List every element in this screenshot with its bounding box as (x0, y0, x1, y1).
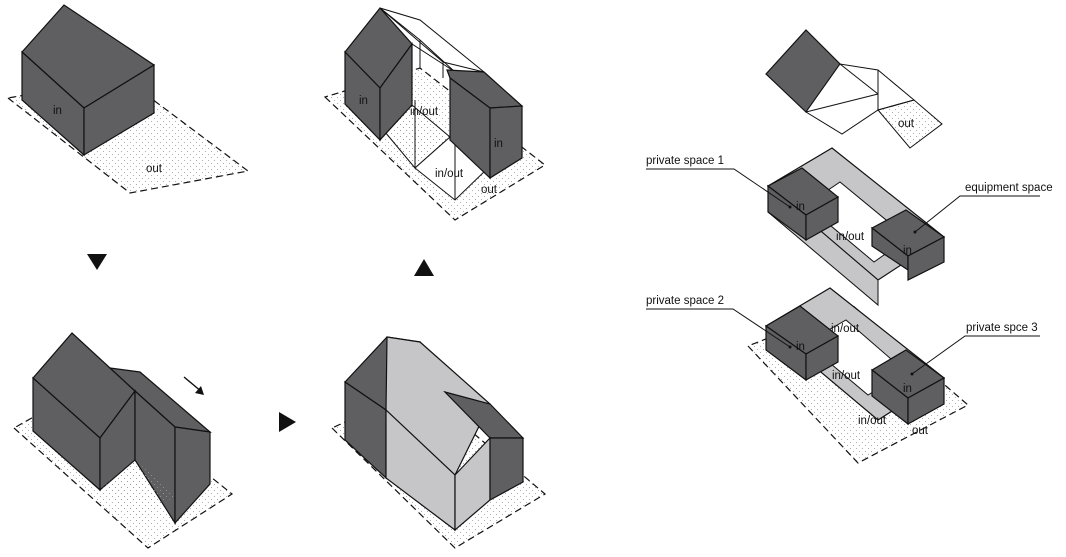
label-inout-f2-bottom: in/out (858, 415, 887, 427)
arrow-up-icon (414, 259, 434, 276)
label-inout-bottom: in/out (435, 168, 464, 180)
label-inout-f1: in/out (836, 231, 865, 243)
house-inout: in in/out in in/out out (323, 7, 547, 221)
label-in: in (53, 105, 62, 117)
box-left-side (805, 334, 839, 382)
label-inout-f2-top: in/out (831, 323, 860, 335)
label-inout-top: in/out (410, 106, 439, 118)
label-in-f1-right: in (903, 245, 912, 257)
exploded-floor-1: in in/out in (766, 147, 946, 307)
wall-right-house-side (489, 105, 523, 180)
wall-side (83, 63, 155, 157)
label-in-f2-right: in (903, 383, 912, 395)
label-out: out (481, 184, 498, 196)
annotation-equipment-space: equipment space (965, 182, 1053, 194)
label-in-right: in (494, 138, 503, 150)
house-extended (12, 332, 234, 549)
roof-ground-patch (877, 99, 943, 149)
exploded-roof: out (765, 29, 943, 149)
annotations (646, 168, 1040, 375)
arrow-diagonal-icon (195, 386, 204, 395)
label-out: out (146, 163, 163, 175)
arrow-right-icon (279, 412, 296, 432)
house-doubled (330, 336, 547, 549)
roof-light (385, 336, 491, 476)
box-right-side (907, 236, 945, 281)
label-in-left: in (359, 95, 368, 107)
exploded-floor-2: in in/out in/out in in/out out (746, 287, 970, 464)
house-simple: in out (6, 4, 250, 194)
wall-left-house-side (379, 42, 413, 142)
courtyard-floor (100, 460, 175, 524)
label-out-roof: out (898, 118, 915, 130)
annotation-private-space-2: private space 2 (646, 295, 724, 307)
annotation-private-space-1: private space 1 (646, 155, 724, 167)
arrow-down-icon (87, 254, 107, 270)
label-out-f2: out (912, 425, 929, 437)
label-in-f1-left: in (796, 201, 805, 213)
wall-extension-end (174, 426, 211, 525)
box-right-side (907, 376, 945, 426)
label-in-f2-left: in (796, 341, 805, 353)
box-left-side (805, 195, 839, 242)
annotation-private-space-3: private spce 3 (966, 322, 1038, 334)
label-inout-f2-mid: in/out (832, 370, 861, 382)
wall-side-dark (489, 437, 524, 502)
